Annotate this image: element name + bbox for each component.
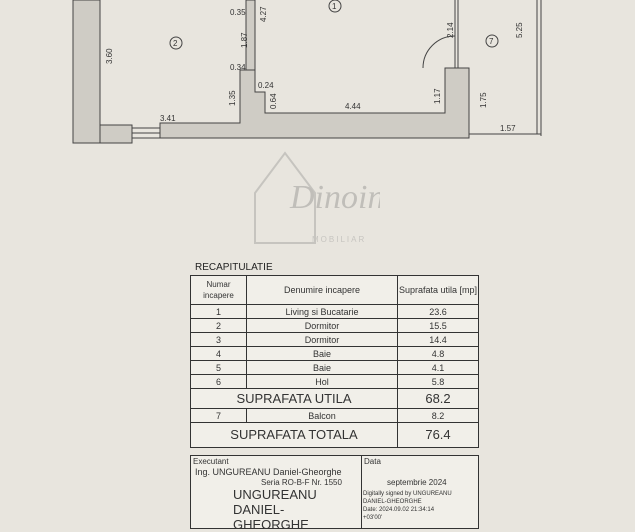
utila-value: 68.2 [397, 388, 479, 409]
room-label: 7 [489, 37, 494, 46]
wall-bottom [159, 67, 470, 139]
cell: 4.1 [397, 360, 479, 375]
floor-plan: 1 2 7 0.35 4.27 1.87 0.34 0.24 0.64 1.35… [72, 0, 542, 144]
cell: Living si Bucatarie [246, 304, 398, 319]
cell: 7 [190, 408, 247, 423]
dimension: 0.34 [230, 63, 246, 72]
cell: Baie [246, 360, 398, 375]
cell: Balcon [246, 408, 398, 423]
dimension: 0.64 [269, 93, 278, 109]
data-label: Data [364, 457, 381, 466]
digital-signature: +03'00' [363, 515, 383, 521]
cell: 5.8 [397, 374, 479, 389]
data-cell: Data septembrie 2024 Digitally signed by… [361, 455, 479, 529]
digital-signature: Date: 2024.09.02 21:34:14 [363, 507, 435, 513]
room-marker-7 [485, 34, 499, 48]
cell: 14.4 [397, 332, 479, 347]
cell: Hol [246, 374, 398, 389]
executant-serie: Seria RO-B-F Nr. 1550 [261, 478, 342, 487]
dimension: 1.35 [228, 90, 237, 106]
cell: 4.8 [397, 346, 479, 361]
wall-interior [245, 0, 256, 71]
door-swing [422, 35, 456, 69]
digital-signature: Digitally signed by UNGUREANU [363, 491, 452, 497]
dimension: 2.14 [446, 22, 455, 38]
header-suprafata: Suprafata utila [mp] [397, 275, 479, 305]
recap-table: Numar incapere Denumire incapere Suprafa… [190, 275, 479, 448]
dimension: 0.24 [258, 81, 274, 90]
cell: Dormitor [246, 318, 398, 333]
dimension: 0.35 [230, 8, 246, 17]
dimension: 1.17 [433, 88, 442, 104]
cell: 3 [190, 332, 247, 347]
cell: 5 [190, 360, 247, 375]
dimension: 4.44 [345, 102, 361, 111]
date: septembrie 2024 [387, 478, 447, 487]
signature-name: UNGUREANU [233, 487, 317, 502]
header-denumire: Denumire incapere [246, 275, 398, 305]
dimension: 3.60 [105, 48, 114, 64]
signature-name: GHEORGHE [233, 517, 309, 532]
signature-table: Executant Ing. UNGUREANU Daniel-Gheorghe… [190, 455, 479, 532]
room-marker-1 [328, 0, 342, 13]
cell: 6 [190, 374, 247, 389]
room-label: 1 [332, 2, 337, 11]
dimension: 1.75 [479, 92, 488, 108]
cell: 23.6 [397, 304, 479, 319]
digital-signature: DANIEL-GHEORGHE [363, 499, 422, 505]
cell: 1 [190, 304, 247, 319]
executant-label: Executant [193, 457, 229, 466]
signature-name: DANIEL- [233, 502, 285, 517]
utila-label: SUPRAFATA UTILA [190, 388, 398, 409]
room-label: 2 [173, 39, 178, 48]
table-header: Numar incapere Denumire incapere Suprafa… [190, 275, 479, 305]
dimension: 5.25 [515, 22, 524, 38]
executant-name: Ing. UNGUREANU Daniel-Gheorghe [195, 467, 342, 477]
room-marker-2 [169, 36, 183, 50]
cell: 2 [190, 318, 247, 333]
dimension: 3.41 [160, 114, 176, 123]
totala-value: 76.4 [397, 422, 479, 448]
totala-label: SUPRAFATA TOTALA [190, 422, 398, 448]
executant-cell: Executant Ing. UNGUREANU Daniel-Gheorghe… [190, 455, 362, 532]
cell: Dormitor [246, 332, 398, 347]
cell: 15.5 [397, 318, 479, 333]
recap-title: RECAPITULATIE [195, 262, 273, 273]
dimension: 1.57 [500, 124, 516, 133]
header-numar: Numar incapere [190, 275, 247, 305]
dimension: 4.27 [259, 6, 268, 22]
cell: Baie [246, 346, 398, 361]
cell: 4 [190, 346, 247, 361]
wall-left [72, 0, 101, 144]
cell: 8.2 [397, 408, 479, 423]
wall-bottom-left [99, 124, 133, 144]
dimension: 1.87 [240, 32, 249, 48]
